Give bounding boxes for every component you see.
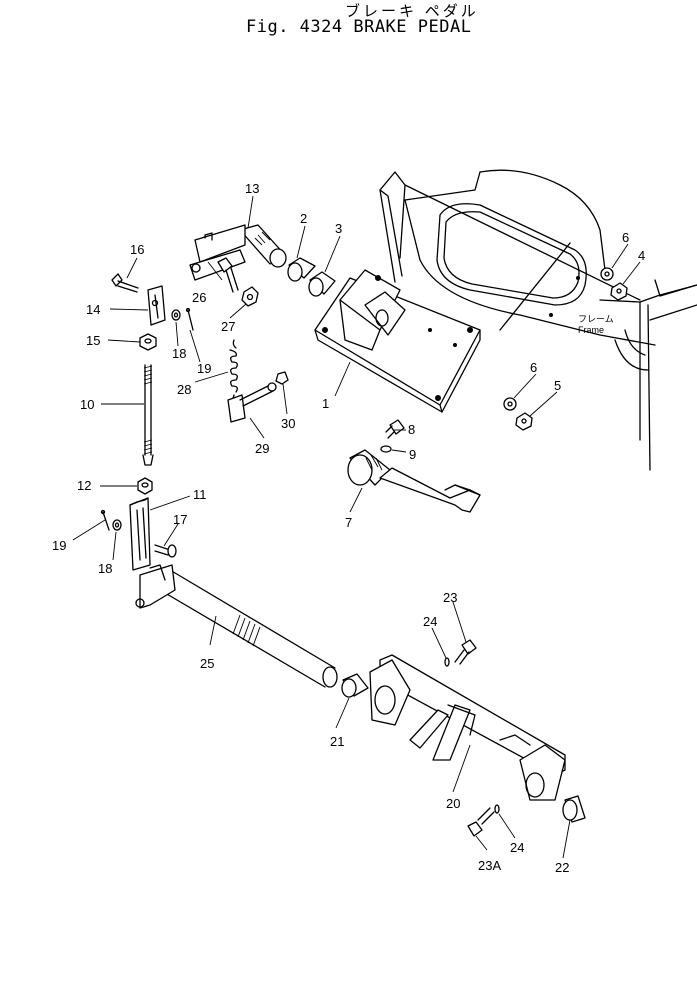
callout-18b: 18 xyxy=(98,561,112,576)
shaft-lever-part-10 xyxy=(189,224,287,281)
nut-part-27 xyxy=(241,286,259,307)
callout-15: 12 xyxy=(77,478,91,493)
callout-25: 25 xyxy=(200,656,214,671)
callout-13: 10 xyxy=(80,397,94,412)
callout-23a: 23A xyxy=(478,858,501,873)
callout-6b: 6 xyxy=(530,360,537,375)
callout-27: 27 xyxy=(221,319,235,334)
title-japanese: ブレーキ ペダル xyxy=(345,2,479,20)
pedal-part-7 xyxy=(347,449,481,513)
cotter-pin-part-19a xyxy=(185,307,194,331)
washer-part-6a xyxy=(600,267,614,281)
bolt-part-26 xyxy=(217,257,239,293)
bushing-part-21 xyxy=(341,673,369,698)
callout-17: 17 xyxy=(173,512,187,527)
frame-label: フレーム Frame xyxy=(578,314,614,335)
nut-part-4 xyxy=(610,282,628,301)
callout-29: 29 xyxy=(255,441,269,456)
callout-28: 28 xyxy=(177,382,191,397)
callout-19b: 19 xyxy=(52,538,66,553)
callout-23: 23 xyxy=(443,590,457,605)
callout-7: 7 xyxy=(345,515,352,530)
rod-end-part-14 xyxy=(129,497,151,571)
callout-19a: 19 xyxy=(197,361,211,376)
washer-part-6b xyxy=(503,397,517,411)
callout-14: 11 xyxy=(193,487,207,502)
pin-part-17 xyxy=(154,544,177,558)
callout-18a: 18 xyxy=(172,346,186,361)
callout-4: 4 xyxy=(638,248,645,263)
clevis-part-11 xyxy=(147,285,166,326)
callout-26: 26 xyxy=(192,290,206,305)
nut-part-15 xyxy=(137,477,153,495)
callout-labels: 13 2 3 6 4 6 5 1 8 9 7 16 14 15 10 12 11… xyxy=(52,181,645,875)
rod-end-part-29 xyxy=(227,382,277,423)
callout-6a: 6 xyxy=(622,230,629,245)
callout-9: 9 xyxy=(409,447,416,462)
washer-part-18b xyxy=(112,519,122,531)
bolt-part-23a xyxy=(467,807,495,837)
callout-12: 15 xyxy=(86,333,100,348)
washer-part-24b xyxy=(494,804,500,814)
callout-8: 8 xyxy=(408,422,415,437)
callout-22: 22 xyxy=(555,860,569,875)
title-english: Fig. 4324 BRAKE PEDAL xyxy=(246,17,472,37)
nut-part-5 xyxy=(515,412,533,431)
callout-3: 3 xyxy=(335,221,342,236)
cross-shaft-part-25 xyxy=(135,564,338,688)
callout-10: 13 xyxy=(245,181,259,196)
bushing-part-22 xyxy=(562,795,586,823)
washer-part-9 xyxy=(380,445,392,453)
bolt-part-23 xyxy=(454,639,477,665)
callout-21: 21 xyxy=(330,734,344,749)
washer-part-24a xyxy=(444,657,450,667)
frame-structure xyxy=(379,169,697,471)
callout-1: 1 xyxy=(322,396,329,411)
bracket-part-20 xyxy=(369,654,566,801)
callout-30: 30 xyxy=(281,416,295,431)
bushing-part-3 xyxy=(308,271,336,297)
callout-20: 20 xyxy=(446,796,460,811)
bolt-part-16 xyxy=(111,273,139,293)
frame-label-japanese: フレーム xyxy=(578,314,614,324)
washer-part-18a xyxy=(171,309,181,321)
callout-16: 16 xyxy=(130,242,144,257)
nut-part-12 xyxy=(139,333,157,351)
cotter-pin-part-19b xyxy=(100,509,110,531)
bolt-part-8 xyxy=(385,419,405,439)
callout-5: 5 xyxy=(554,378,561,393)
nut-part-30 xyxy=(275,371,289,385)
callout-2: 2 xyxy=(300,211,307,226)
leader-lines xyxy=(72,195,641,859)
callout-24b: 24 xyxy=(510,840,524,855)
rod-part-13 xyxy=(142,364,154,466)
bushing-part-2 xyxy=(287,257,316,282)
frame-label-english: Frame xyxy=(578,325,604,335)
callout-24a: 24 xyxy=(423,614,437,629)
callout-11: 14 xyxy=(86,302,100,317)
spring-part-28 xyxy=(229,339,238,403)
bracket-part-1 xyxy=(314,269,481,413)
